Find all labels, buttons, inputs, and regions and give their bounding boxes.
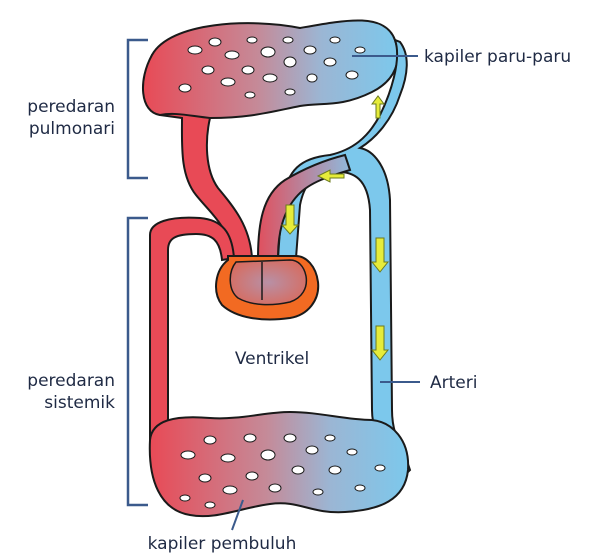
ventricle-label: Ventrikel	[235, 349, 309, 369]
heart-chamber	[230, 260, 306, 305]
systemic-label-line1: peredaran	[27, 371, 115, 391]
pulmonary-bracket	[128, 40, 148, 178]
systemic-bracket	[128, 218, 148, 505]
pulmonary-label-line2: pulmonari	[29, 119, 115, 139]
lung-capillary-bed	[143, 20, 398, 118]
artery-label: Arteri	[430, 373, 477, 393]
systemic-label-line2: sistemik	[44, 393, 115, 413]
lung-capillaries-label: kapiler paru-paru	[424, 47, 571, 67]
body-capillaries-label: kapiler pembuluh	[148, 534, 297, 554]
pulmonary-label-line1: peredaran	[27, 97, 115, 117]
pulmonary-artery	[258, 155, 350, 258]
